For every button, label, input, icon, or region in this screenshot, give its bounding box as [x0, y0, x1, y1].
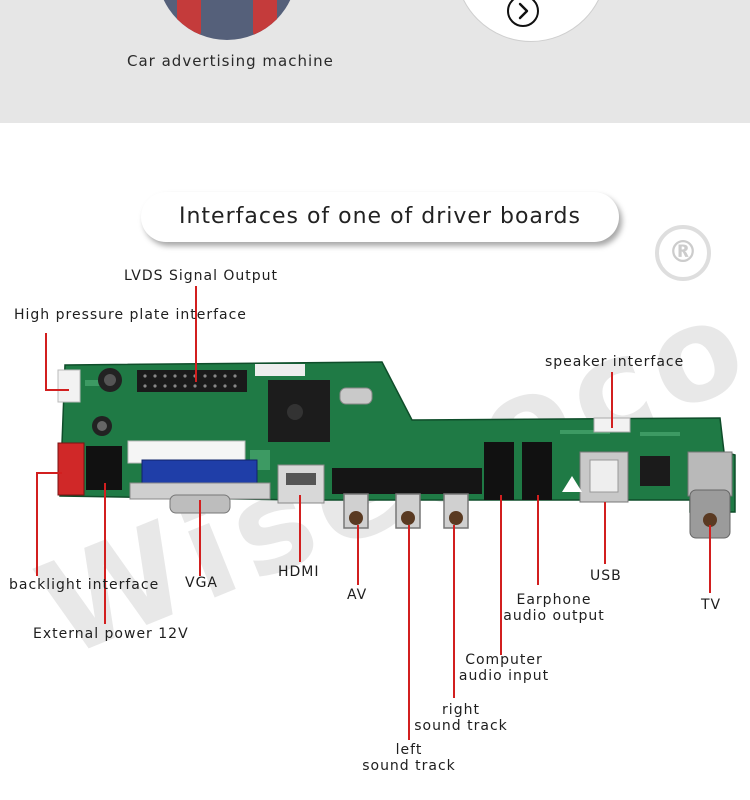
label-right-track: right sound track: [413, 702, 509, 734]
label-computer-audio-line1: Computer: [465, 652, 543, 668]
leader-av: [357, 525, 359, 585]
car-advertising-thumbnail[interactable]: [157, 0, 297, 40]
leader-left-track: [408, 525, 410, 740]
section-title-pill: Interfaces of one of driver boards: [141, 192, 619, 242]
label-computer-audio: Computer audio input: [458, 652, 550, 684]
label-vga: VGA: [185, 575, 219, 591]
label-av: AV: [347, 587, 368, 603]
label-hdmi: HDMI: [278, 564, 320, 580]
leader-lvds: [195, 286, 197, 382]
label-tv: TV: [701, 597, 722, 613]
thumbnail-caption: Car advertising machine: [127, 52, 334, 70]
leader-hdmi: [299, 495, 301, 562]
leader-usb: [604, 502, 606, 564]
label-speaker: speaker interface: [545, 354, 685, 370]
label-right-track-line2: sound track: [414, 718, 508, 734]
leader-computer-audio: [500, 495, 502, 655]
label-high-pressure: High pressure plate interface: [14, 307, 247, 323]
leader-vga: [199, 500, 201, 576]
leader-backlight: [36, 472, 38, 576]
label-left-track-line2: sound track: [362, 758, 456, 774]
label-usb: USB: [590, 568, 622, 584]
label-left-track-line1: left: [395, 742, 423, 758]
leader-external-power: [104, 483, 106, 624]
label-lvds: LVDS Signal Output: [124, 268, 279, 284]
label-external-power: External power 12V: [33, 626, 189, 642]
arrow-right-icon[interactable]: [506, 0, 540, 28]
leader-right-track: [453, 525, 455, 698]
label-computer-audio-line2: audio input: [458, 668, 550, 684]
leader-high-pressure-h: [45, 389, 69, 391]
label-left-track: left sound track: [361, 742, 457, 774]
label-earphone-line1: Earphone: [516, 592, 592, 608]
leader-tv: [709, 525, 711, 593]
label-right-track-line1: right: [442, 702, 480, 718]
section-title: Interfaces of one of driver boards: [179, 204, 581, 229]
top-banner: [0, 0, 750, 123]
leader-earphone: [537, 495, 539, 585]
leader-backlight-h: [36, 472, 62, 474]
label-earphone: Earphone audio output: [502, 592, 606, 624]
label-backlight: backlight interface: [9, 577, 160, 593]
leader-high-pressure: [45, 333, 47, 391]
label-earphone-line2: audio output: [503, 608, 605, 624]
registered-mark: ®: [655, 225, 711, 281]
leader-speaker: [611, 372, 613, 428]
